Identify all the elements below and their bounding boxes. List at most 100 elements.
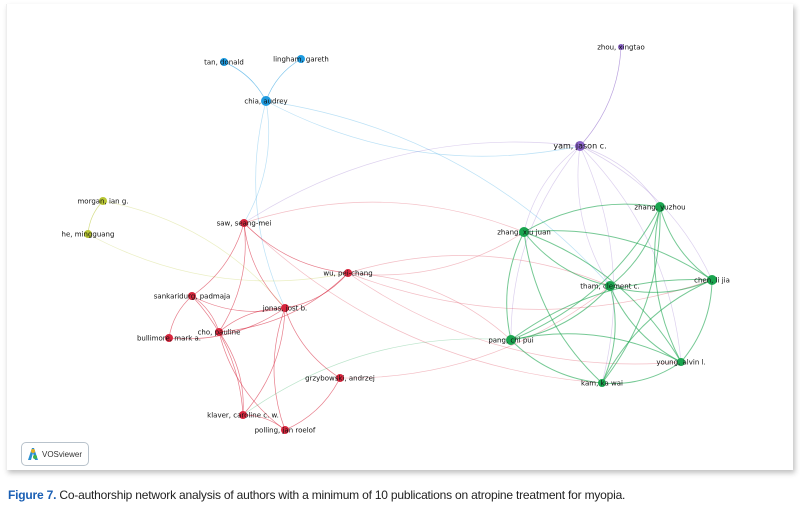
author-node-circle[interactable] <box>261 96 271 106</box>
author-node[interactable]: saw, seang-mei <box>217 219 272 228</box>
coauthor-link <box>347 272 512 341</box>
author-node[interactable]: pang, chi pui <box>488 335 534 345</box>
coauthor-link <box>218 331 244 416</box>
author-node[interactable]: bullimore, mark a. <box>137 334 201 343</box>
coauthor-link <box>87 200 104 235</box>
coauthor-link <box>523 231 611 287</box>
vosviewer-logo: VOSviewer <box>21 442 89 466</box>
author-node-circle[interactable] <box>677 358 685 366</box>
coauthor-link <box>523 230 713 281</box>
author-node-circle[interactable] <box>220 58 228 66</box>
author-node[interactable]: polling, jan roelof <box>255 426 316 435</box>
coauthor-link <box>265 58 302 102</box>
coauthor-link <box>284 272 349 309</box>
author-node[interactable]: tan, donald <box>204 58 244 67</box>
author-node-label: lingham, gareth <box>273 56 329 64</box>
author-node[interactable]: zhang, xiu juan <box>497 227 551 237</box>
coauthor-link <box>680 279 713 363</box>
author-node[interactable]: kam, ka wai <box>581 379 623 388</box>
coauthor-link <box>506 231 525 341</box>
coauthor-link <box>510 206 661 341</box>
coauthor-link <box>168 307 286 340</box>
coauthor-link <box>523 203 661 233</box>
coauthor-link <box>339 285 611 379</box>
author-node-circle[interactable] <box>519 227 529 237</box>
author-node[interactable]: jonas, jost b. <box>262 304 308 313</box>
author-node-circle[interactable] <box>655 202 665 212</box>
coauthor-link <box>218 222 246 333</box>
coauthor-link <box>510 339 603 384</box>
author-node[interactable]: cho, pauline <box>198 328 241 337</box>
coauthor-link <box>191 295 244 416</box>
coauthor-link <box>191 295 286 312</box>
coauthor-link <box>168 295 193 339</box>
author-node[interactable]: zhou, xingtao <box>597 44 645 52</box>
author-node-label: kam, ka wai <box>581 380 623 388</box>
author-node-label: cho, pauline <box>198 329 241 337</box>
author-node-circle[interactable] <box>165 334 173 342</box>
author-node-label: zhang, xiu juan <box>497 229 551 237</box>
coauthor-link <box>347 272 682 365</box>
author-node-label: grzybowski, andrzej <box>305 375 375 383</box>
author-node-circle[interactable] <box>618 44 624 50</box>
coauthor-link <box>579 46 622 147</box>
vosviewer-logo-text: VOSviewer <box>42 449 83 459</box>
author-node-label: jonas, jost b. <box>262 305 308 313</box>
author-node[interactable]: chia, audrey <box>244 96 288 106</box>
author-node-circle[interactable] <box>240 219 248 227</box>
author-node-label: pang, chi pui <box>488 337 533 345</box>
author-node-circle[interactable] <box>575 141 585 151</box>
coauthor-link <box>609 206 661 287</box>
coauthor-link <box>347 255 611 287</box>
author-node[interactable]: he, mingguang <box>62 230 115 239</box>
author-node-circle[interactable] <box>605 281 615 291</box>
author-node-circle[interactable] <box>84 230 92 238</box>
author-node-circle[interactable] <box>281 304 289 312</box>
author-node-circle[interactable] <box>99 197 107 205</box>
author-node-circle[interactable] <box>239 411 247 419</box>
author-node-label: tan, donald <box>204 59 244 67</box>
author-node-circle[interactable] <box>336 374 344 382</box>
coauthor-link <box>243 141 581 224</box>
coauthor-link <box>255 100 286 309</box>
author-node-label: sankaridurg, padmaja <box>154 293 230 301</box>
author-node[interactable]: klaver, caroline c. w. <box>207 411 279 420</box>
author-node[interactable]: zhang, yuzhou <box>634 202 686 212</box>
author-node-label: zhang, yuzhou <box>634 204 685 212</box>
author-node[interactable]: chen, li jia <box>694 275 730 285</box>
author-node-label: zhou, xingtao <box>597 44 645 52</box>
author-node[interactable]: young, alvin l. <box>656 358 706 367</box>
author-node-circle[interactable] <box>506 335 516 345</box>
coauthor-link <box>102 200 286 309</box>
coauthor-link <box>659 206 713 281</box>
coauthor-link <box>218 272 349 333</box>
author-node[interactable]: grzybowski, andrzej <box>305 374 375 383</box>
author-node-circle[interactable] <box>297 55 305 63</box>
author-node[interactable]: yam, jason c. <box>553 141 607 151</box>
author-node-label: tham, clement c. <box>580 283 639 291</box>
network-panel: tan, donald lingham, gareth chia, audrey zh… <box>6 4 793 470</box>
author-node-circle[interactable] <box>188 292 196 300</box>
author-node[interactable]: lingham, gareth <box>273 55 329 64</box>
coauthor-link <box>510 333 682 363</box>
coauthor-link <box>218 331 286 431</box>
coauthor-link <box>601 206 661 384</box>
author-node-circle[interactable] <box>707 275 717 285</box>
coauthor-link <box>242 338 512 416</box>
coauthor-link <box>265 100 611 287</box>
vosviewer-logo-icon <box>28 448 38 460</box>
author-node[interactable]: tham, clement c. <box>580 281 640 291</box>
author-node-circle[interactable] <box>344 269 352 277</box>
author-node-circle[interactable] <box>598 379 606 387</box>
author-node[interactable]: wu, pei-chang <box>323 269 373 278</box>
author-node[interactable]: sankaridurg, padmaja <box>154 292 230 301</box>
coauthor-link <box>87 233 349 282</box>
author-node-label: bullimore, mark a. <box>137 335 201 343</box>
author-node-circle[interactable] <box>215 328 223 336</box>
coauthor-link <box>601 279 713 384</box>
author-node-circle[interactable] <box>281 426 289 434</box>
coauthor-link <box>284 307 341 379</box>
author-node[interactable]: morgan, ian g. <box>77 197 129 206</box>
coauthorship-network: tan, donald lingham, gareth chia, audrey zh… <box>62 44 730 435</box>
coauthor-link <box>609 279 713 293</box>
